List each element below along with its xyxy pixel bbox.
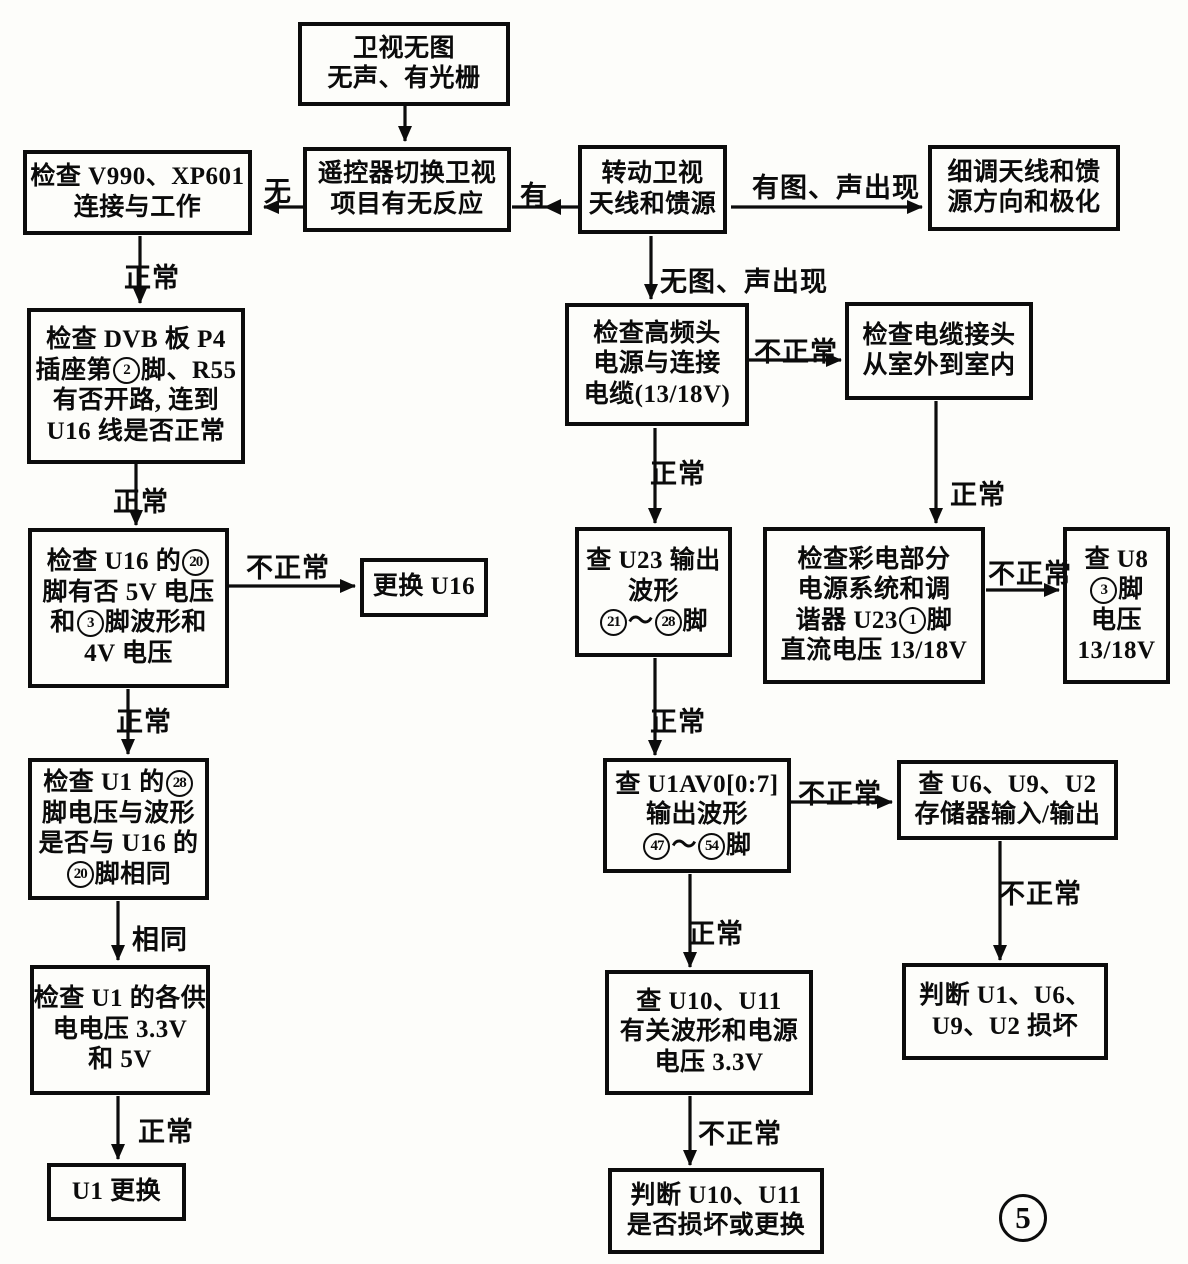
circled-pin-number: 54 [698,832,725,860]
circled-pin-number: 28 [165,769,193,797]
node-replace-u1: U1 更换 [47,1163,186,1221]
circled-pin-number: 20 [66,861,94,889]
edge-label-normal: 正常 [950,480,1006,510]
edge-label-abnormal: 不正常 [754,337,838,367]
edge-label-no-pic-sound: 无图、声出现 [660,267,828,297]
node-fine-tune-antenna: 细调天线和馈源方向和极化 [928,145,1120,231]
circled-pin-number: 21 [599,609,627,636]
edge-label-same: 相同 [132,925,188,955]
edge-label-yes: 有 [520,181,548,211]
edge-label-normal: 正常 [116,707,172,737]
edge-label-abnormal: 不正常 [698,1119,782,1149]
node-judge-memory-damaged: 判断 U1、U6、U9、U2 损坏 [902,963,1108,1060]
figure-number-badge: 5 [999,1194,1047,1242]
edge-label-normal: 正常 [113,487,169,517]
circled-pin-number: 2 [112,357,140,385]
circled-pin-number: 47 [643,832,671,860]
edge-label-abnormal: 不正常 [988,559,1072,589]
circled-pin-number: 3 [76,609,104,637]
node-remote-switch-check: 遥控器切换卫视项目有无反应 [303,147,511,232]
edge-label-normal: 正常 [138,1117,194,1147]
node-replace-u16: 更换 U16 [360,558,488,617]
edge-label-normal: 正常 [650,459,706,489]
edge-label-abnormal: 不正常 [798,779,882,809]
node-fault-start: 卫视无图无声、有光栅 [298,22,510,106]
edge-label-pic-sound: 有图、声出现 [752,173,920,203]
node-rotate-antenna: 转动卫视天线和馈源 [578,145,727,234]
edge-label-abnormal: 不正常 [246,553,330,583]
edge-label-normal: 正常 [688,919,744,949]
edge-label-normal: 正常 [124,263,180,293]
edge-label-normal: 正常 [650,707,706,737]
circled-pin-number: 28 [654,609,682,636]
circled-pin-number: 20 [182,548,210,576]
circled-pin-number: 3 [1090,576,1118,604]
edge-label-abnormal: 不正常 [998,879,1082,909]
node-check-lnb-power: 检查高频头电源与连接电缆(13/18V) [565,303,749,426]
circled-pin-number: 1 [898,607,926,635]
edge-label-no: 无 [264,177,292,207]
node-check-cable-joints: 检查电缆接头从室外到室内 [845,302,1033,400]
